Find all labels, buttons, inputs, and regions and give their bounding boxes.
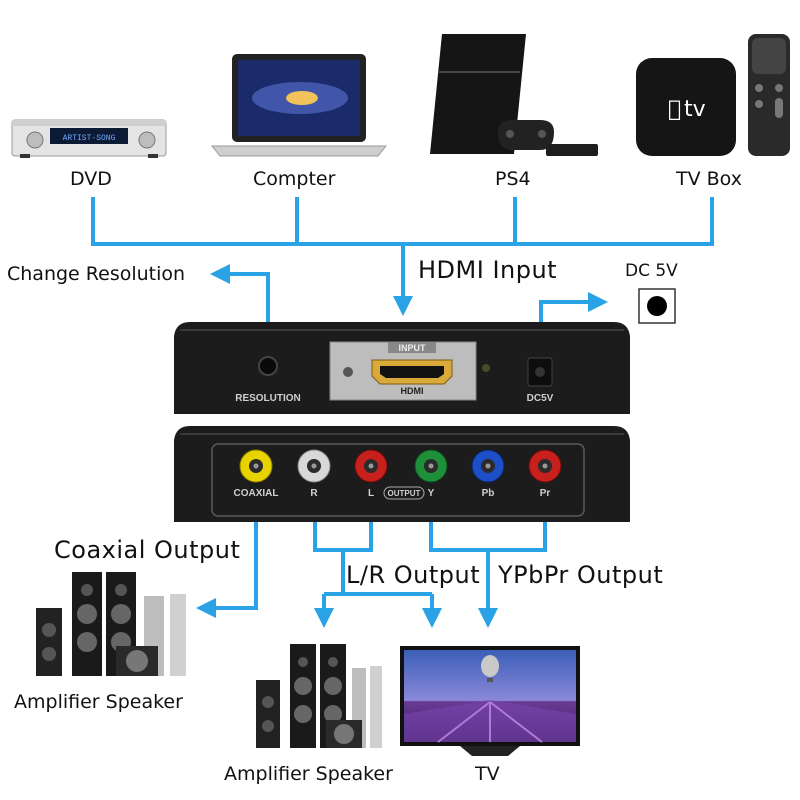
audio-l-port[interactable] [354,449,388,483]
input-tag: INPUT [399,343,427,353]
hdmi-panel-label: HDMI [401,386,424,396]
converter-back-panel: COAXIAL R L OUTPUT Y Pb Pr [174,426,630,522]
port-label-pr: Pr [540,488,551,499]
output-tag: OUTPUT [388,489,421,498]
dc-panel-label: DC5V [527,393,554,404]
amp-center-label: Amplifier Speaker [224,763,393,785]
ypbpr-output-label: YPbPr Output [498,561,664,589]
port-label-l: L [368,488,374,499]
tv-label: TV [475,763,500,785]
y-port[interactable] [414,449,448,483]
port-label-y: Y [428,488,435,499]
port-label-r: R [310,488,318,499]
speaker-set-center-image [256,644,382,748]
coaxial-port[interactable] [239,449,273,483]
dc-power-symbol [638,288,676,324]
port-label-coaxial: COAXIAL [234,488,279,499]
ps4-image [430,34,598,156]
svg-text::  [668,97,681,122]
resolution-panel-label: RESOLUTION [235,393,301,404]
resolution-button[interactable] [258,356,278,376]
lr-output-label: L/R Output [346,561,481,589]
amp-left-label: Amplifier Speaker [14,691,183,713]
source-label-ps4: PS4 [495,168,531,190]
dvd-player-image: ARTIST-SONG [11,119,167,158]
pr-port[interactable] [528,449,562,483]
audio-r-port[interactable] [297,449,331,483]
coaxial-output-label: Coaxial Output [54,536,241,564]
hdmi-input-label: HDMI Input [418,256,558,284]
pb-port[interactable] [471,449,505,483]
source-bus-wire [91,197,714,246]
dvd-display-text: ARTIST-SONG [63,134,116,143]
port-label-pb: Pb [482,488,495,499]
source-label-tv-box: TV Box [676,168,742,190]
tv-box-image:  tv [636,34,790,156]
dc-5v-label: DC 5V [625,261,678,281]
converter-front-panel: RESOLUTION INPUT HDMI DC5V [174,322,630,414]
tv-image [400,646,580,756]
speaker-set-left-image [36,572,186,676]
coaxial-arrow [196,495,258,618]
source-label-computer: Compter [253,168,336,190]
change-resolution-label: Change Resolution [7,263,186,285]
laptop-image [210,54,388,157]
tv-box-logo: tv [684,97,706,122]
source-label-dvd: DVD [70,168,112,190]
resolution-arrow [210,264,270,340]
